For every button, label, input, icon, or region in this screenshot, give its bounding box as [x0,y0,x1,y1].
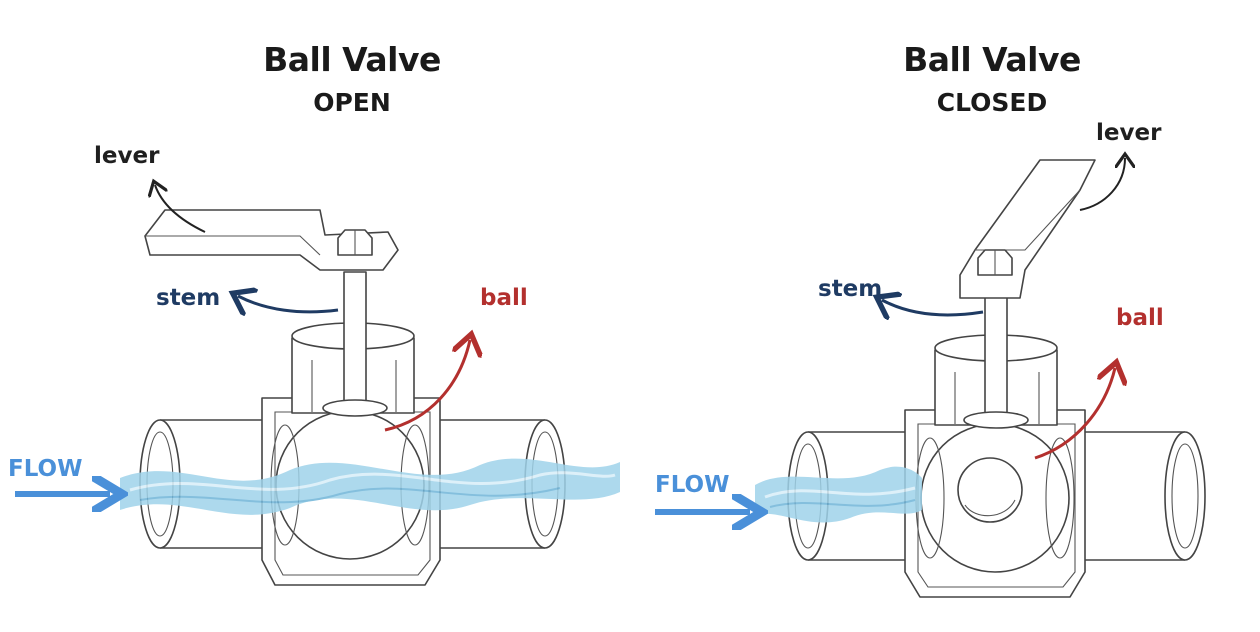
closed-state: CLOSED [936,88,1048,117]
open-lever [144,209,399,271]
closed-valve [787,159,1206,598]
open-ball-label: ball [480,285,528,311]
open-valve [139,209,566,586]
open-lever-label: lever [94,143,160,169]
closed-ball-label: ball [1116,305,1164,331]
closed-stem-label: stem [818,276,883,302]
open-stem-arrow [238,296,339,312]
closed-flow-label: FLOW [655,472,730,498]
open-stem-label: stem [156,285,221,311]
open-state: OPEN [313,88,391,117]
closed-ball-bore [957,457,1023,523]
open-stem [343,271,367,416]
open-lever-arrow [155,185,206,233]
closed-pipe-right-end [1164,431,1206,561]
closed-ball-arrow [1034,368,1115,460]
open-water-flow [120,458,620,515]
closed-lever-arrow [1079,158,1125,211]
open-ball-arrow [384,340,470,432]
closed-lever-label: lever [1096,120,1162,146]
closed-water-flow [755,466,922,523]
closed-stem-arrow [882,300,984,315]
open-flow-label: FLOW [8,456,83,482]
closed-stem [984,289,1008,426]
closed-title: Ball Valve [903,40,1081,79]
closed-lever [959,159,1096,299]
open-title: Ball Valve [263,40,441,79]
